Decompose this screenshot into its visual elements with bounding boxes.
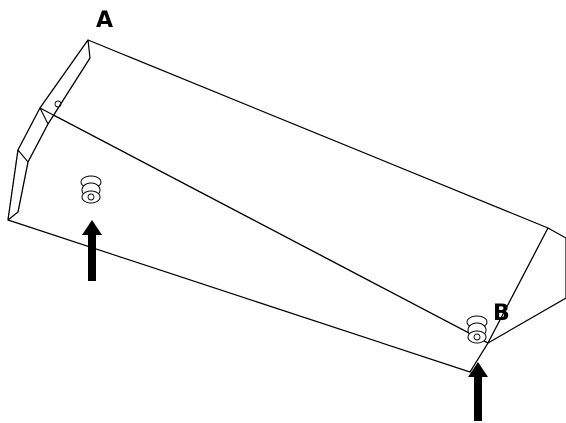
mounting-hole	[54, 100, 62, 108]
open-end-rim	[17, 57, 91, 213]
arrow-a-head	[82, 220, 102, 235]
arrow-b-icon	[468, 362, 488, 421]
screw-a	[80, 175, 102, 204]
arrow-a-icon	[82, 220, 102, 281]
screw-a-torx-icon	[87, 193, 95, 201]
screw-b-head	[467, 330, 487, 344]
screw-a-head	[81, 190, 101, 204]
label-a: A	[96, 8, 113, 33]
box-long-edge	[39, 107, 489, 344]
box-end-face	[487, 227, 566, 344]
label-b: B	[493, 301, 510, 326]
screw-b-torx-icon	[473, 333, 481, 341]
screw-b	[466, 315, 488, 344]
arrow-b-shaft	[474, 375, 482, 421]
box	[7, 39, 566, 373]
arrow-a-shaft	[88, 233, 96, 281]
arrow-b-head	[468, 362, 488, 377]
